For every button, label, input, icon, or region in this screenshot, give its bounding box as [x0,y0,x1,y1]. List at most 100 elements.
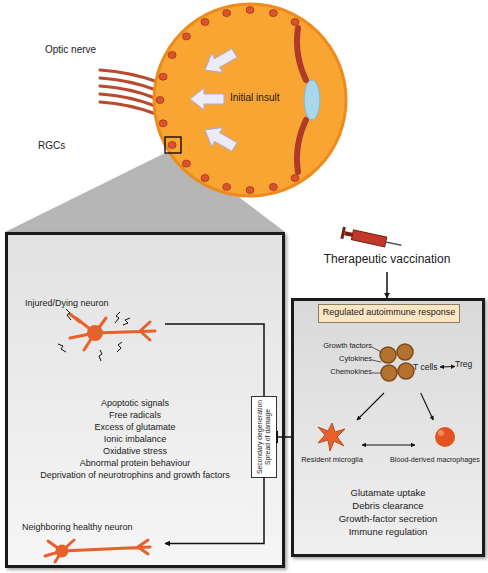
rgc [156,97,164,104]
neuron-processes [45,540,150,562]
process-box: Regulated autoimmune response [318,304,460,323]
macrophage-highlight [438,430,444,436]
node-text: Blood-derived macrophages [385,456,485,464]
healthy-neuron-node: Neighboring healthy neuron [22,522,165,565]
therapy-panel: Glutamate uptakeDebris clearanceGrowth-f… [291,298,485,557]
connector [386,272,388,298]
nerve-fiber [100,78,156,90]
neuron-body [56,545,69,558]
connector [440,366,455,368]
node-text: Neighboring healthy neuron [22,522,165,532]
needle [386,242,402,245]
eye-globe [154,4,346,196]
damage-marks [58,309,130,361]
leader-lines [372,347,381,373]
injured-neuron-node: Injured/Dying neuron [25,298,165,350]
rgc [291,19,299,26]
healthy-neuron [45,540,150,562]
lens [304,80,320,120]
damage-panel: Apoptotic signalsFree radicalsExcess of … [5,232,285,568]
part-label: Growth factors [296,342,372,351]
nerve-fiber [100,70,158,82]
damage-mark [99,350,102,361]
plunger-end [340,227,345,239]
node-text: Debris clearance [291,501,485,512]
nerve-fiber [100,86,155,98]
node-text: Immune regulation [291,527,485,538]
neuron-processes [70,314,155,350]
part-label: Optic nerve [45,44,115,56]
inhibition-connector [277,436,291,438]
neuron-body [87,325,103,341]
rgc [201,175,209,182]
t-cell [380,347,396,363]
iris [297,28,306,172]
node-text: Apoptotic signals [22,398,248,408]
node-text: Growth-factor secretion [291,514,485,525]
node-text: Treg [455,360,482,370]
node-text: Therapeutic vaccination [307,253,467,267]
node-text: Regulated autoimmune response [318,307,460,317]
damage-mark [115,312,120,323]
t-cells [380,344,414,381]
connector [165,324,264,396]
connector [421,393,434,420]
t-cell-node: T cells [378,343,440,393]
insult-arrow [200,43,240,79]
node-text: Oxidative stress [22,446,248,456]
barrel [351,230,386,247]
treg-node: Treg [455,359,482,373]
microglia-node: Resident microglia [302,420,362,470]
optic-nerve [100,70,158,114]
plunger [344,231,354,237]
injured-neuron [58,309,155,361]
iris-part [297,28,306,80]
node-text: Resident microglia [282,456,382,465]
rgc [223,10,231,17]
rotated-text-frame: Secondary degenerationSpread of damage [251,396,277,478]
damage-mark [117,342,122,352]
insult-arrow [200,120,240,156]
syringe [340,227,402,251]
leader-line [372,373,381,374]
rgc [246,187,254,194]
t-cell [397,344,413,360]
connector [362,444,415,445]
insult-arrows [190,43,240,156]
node-text: T cells [413,363,443,373]
rgc [223,183,231,190]
rgc [168,52,176,59]
connector [357,393,384,420]
rgc [159,120,167,127]
part-label: Chemokines [296,368,372,377]
t-cell [398,363,414,379]
node-text: Free radicals [22,410,248,420]
node-text: Secondary degeneration [256,396,264,478]
eye: Initial insult [152,2,348,198]
rgc [168,142,176,149]
rgc [201,19,209,26]
nerve-fiber [100,102,156,114]
t-cell [381,365,397,381]
rgc [269,10,277,17]
node-text: Glutamate uptake [291,488,485,499]
damage-mark [58,344,66,352]
node-text: Injured/Dying neuron [25,298,165,308]
node-text: Initial insult [230,92,300,104]
damage-mark [123,318,130,325]
process-box: Secondary degenerationSpread of damage [251,396,277,478]
part-label: RGCs [38,140,78,152]
part-label: Cytokines [296,355,372,364]
node-text: Deprivation of neurotrophins and growth … [22,470,248,480]
node-text: Spread of damage [264,396,272,478]
macrophage [435,427,455,447]
rgc [269,183,277,190]
zoom-box [165,137,181,153]
connector [165,478,264,544]
rgc [182,160,190,167]
nerve-fiber [100,94,155,106]
microglia [318,423,345,451]
rgc-layer [156,7,299,194]
insult-arrow [190,88,224,110]
